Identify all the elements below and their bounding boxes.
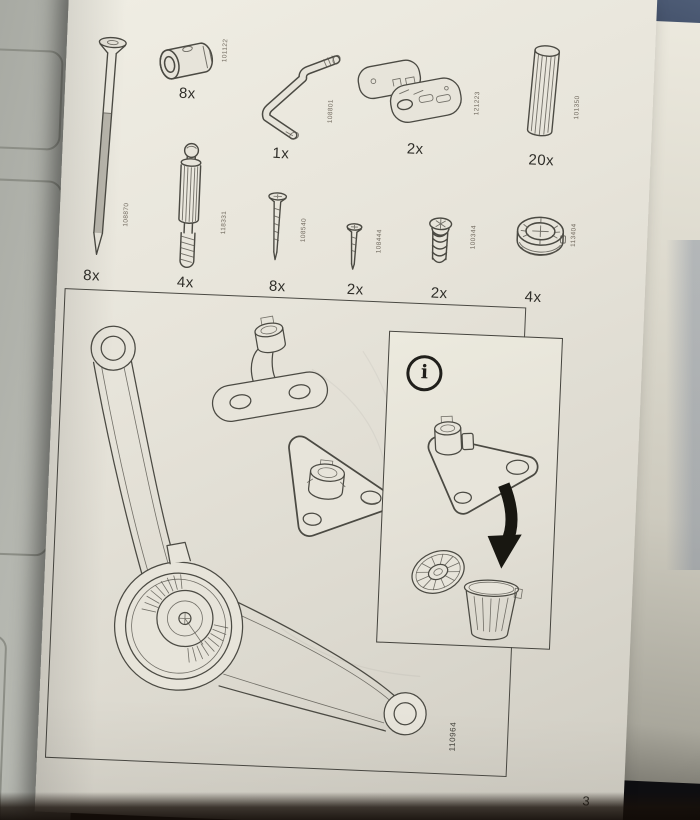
diagram-part-number: 110964 [447, 721, 458, 752]
part-item-sleeve-nut: 101122 8x [150, 32, 229, 107]
quantity-label: 1x [272, 144, 290, 163]
quantity-label: 8x [178, 84, 197, 103]
part-number: 113404 [569, 223, 578, 248]
swing-arm-illustration [90, 325, 427, 736]
tiny-screw-illustration [346, 223, 363, 270]
cam-disc-illustration [411, 550, 465, 594]
part-item-tiny-screw: 108444 2x [343, 222, 386, 299]
background-bottom [0, 792, 700, 820]
quantity-label: 2x [430, 284, 448, 303]
part-number: 108540 [299, 217, 308, 243]
quantity-label: 2x [346, 280, 365, 299]
interlock-fitting-illustration [357, 59, 462, 123]
part-item-small-screw: 108540 8x [263, 191, 313, 296]
part-item-double-ended-bolt: 118331 4x [165, 140, 231, 292]
long-screw-illustration [93, 36, 127, 256]
cam-lock-illustration [516, 216, 567, 257]
part-item-wood-dowel: 101350 20x [520, 41, 591, 170]
wood-dowel-illustration [526, 45, 561, 137]
part-number: 118331 [220, 210, 229, 235]
part-number: 108801 [326, 98, 335, 124]
hub-tick-fan-upper [141, 574, 183, 613]
discard-arrow-icon [487, 482, 522, 569]
quantity-label: 4x [524, 288, 542, 307]
allen-key-illustration [261, 54, 341, 140]
sleeve-nut-illustration [159, 42, 214, 80]
manual-page: 108870 8x 101122 8x [34, 0, 658, 820]
swing-arm-diagram-illustration [90, 315, 427, 736]
hub-tick-fan-lower [187, 624, 229, 663]
quantity-label: 2x [406, 140, 424, 159]
prev-page-frame [0, 46, 64, 151]
quantity-label: 8x [82, 266, 101, 285]
trash-can-illustration [463, 579, 523, 641]
quantity-label: 20x [528, 151, 555, 170]
part-number: 108444 [375, 229, 384, 254]
part-item-long-screw: 108870 8x [77, 33, 144, 291]
quantity-label: 4x [176, 273, 195, 292]
part-number: 108870 [122, 202, 131, 227]
part-number: 100344 [469, 225, 478, 250]
part-number: 101350 [573, 95, 582, 120]
part-item-euro-screw: 100344 2x [423, 215, 478, 303]
part-number: 101122 [221, 38, 230, 63]
oval-plate-illustration [211, 315, 329, 422]
info-callout-box: i [376, 330, 563, 650]
euro-screw-illustration [429, 217, 453, 264]
small-screw-illustration [268, 192, 288, 261]
assembly-diagram-frame: 110964 i [44, 288, 563, 778]
pillow-shadow [666, 240, 700, 570]
tri-plate-illustration [288, 435, 391, 537]
discard-instruction-illustration [411, 415, 539, 641]
part-item-interlock-fitting: 121223 2x [351, 46, 483, 159]
part-item-allen-key: 108801 1x [246, 46, 351, 162]
double-ended-bolt-illustration [178, 142, 202, 269]
inset-plate-illustration [427, 415, 539, 515]
quantity-label: 8x [268, 277, 287, 296]
part-number: 121223 [473, 91, 482, 116]
part-item-cam-lock: 113404 4x [509, 211, 579, 307]
